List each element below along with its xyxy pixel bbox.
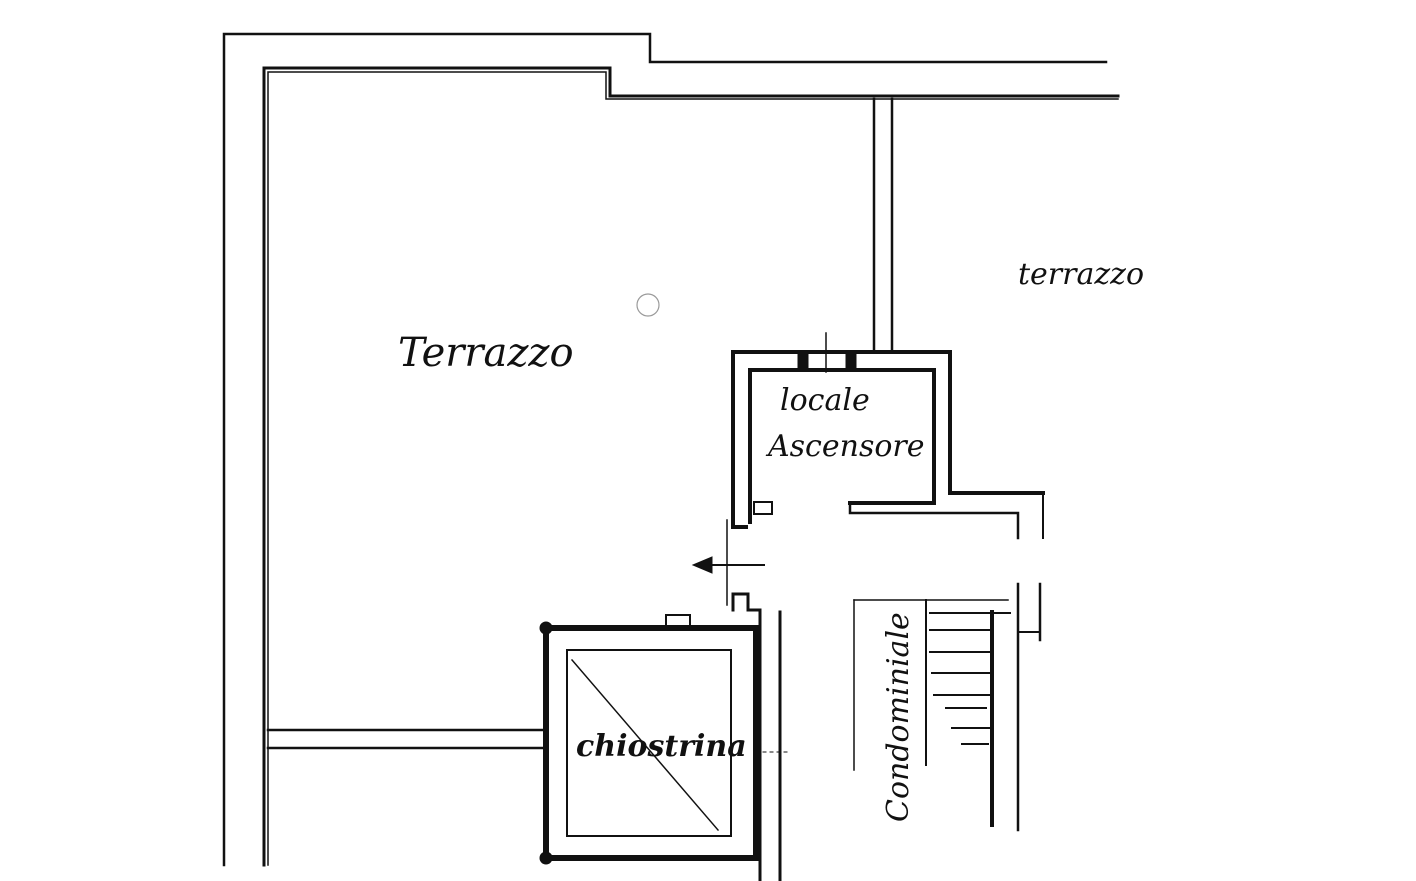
label-chiostrina: chiostrina <box>576 729 747 764</box>
cursor-ring <box>636 293 660 317</box>
door-arrow-icon <box>691 556 765 574</box>
outer-walls <box>222 32 1120 867</box>
elevator-room-walls <box>731 332 1045 540</box>
label-terrazzo-main: Terrazzo <box>398 330 574 376</box>
label-condominiale: Condominiale <box>881 612 916 822</box>
light-well <box>539 614 791 865</box>
label-locale: locale <box>780 383 870 418</box>
passage-walls <box>726 519 782 881</box>
label-ascensore: Ascensore <box>765 429 925 464</box>
room-labels: Terrazzo terrazzo locale Ascensore chios… <box>398 257 1144 822</box>
staircase <box>853 582 1042 832</box>
label-terrazzo-right: terrazzo <box>1018 257 1144 292</box>
